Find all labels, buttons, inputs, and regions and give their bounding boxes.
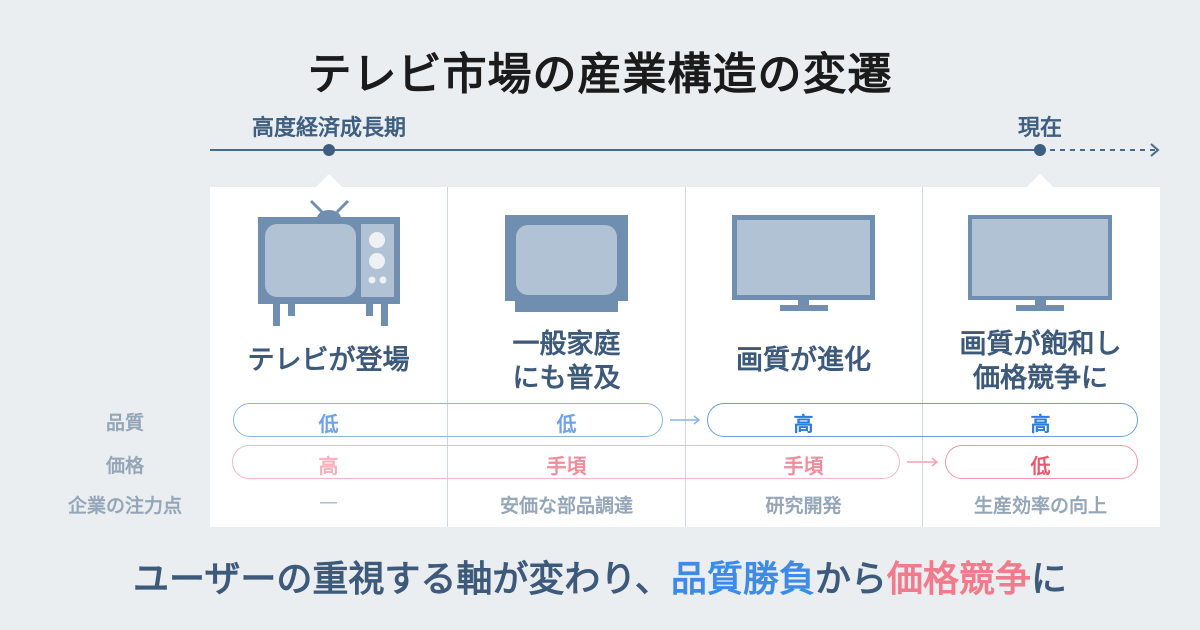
- quality-value: 高: [1030, 412, 1051, 436]
- row-label-price: 価格: [105, 455, 144, 477]
- focus-value: —: [319, 491, 338, 513]
- stage-label-1: テレビが登場: [247, 345, 410, 376]
- timeline-start-label: 高度経済成長期: [251, 116, 407, 141]
- price-pill-high: [232, 445, 900, 479]
- stage-label-3: 画質が進化: [736, 345, 871, 376]
- timeline-end-label: 現在: [1017, 116, 1063, 141]
- timeline: [210, 143, 1160, 157]
- column-divider: [685, 187, 686, 527]
- price-value: 高: [318, 454, 339, 478]
- panel-notches: [315, 174, 1054, 188]
- quality-pill-low: [233, 403, 663, 437]
- quality-value: 低: [556, 412, 577, 436]
- price-value: 低: [1030, 454, 1051, 478]
- conclusion-text: ユーザーの重視する軸が変わり、品質勝負から価格競争に: [133, 559, 1067, 600]
- price-value: 手頃: [546, 454, 587, 478]
- column-divider: [922, 187, 923, 527]
- quality-value: 高: [793, 412, 814, 436]
- focus-value: 研究開発: [765, 495, 842, 517]
- quality-value: 低: [318, 412, 339, 436]
- focus-value: 安価な部品調達: [499, 495, 633, 517]
- thin-tv-icon: [968, 215, 1112, 311]
- quality-pill-high: [707, 403, 1138, 437]
- transition-arrows: [670, 415, 939, 467]
- price-pill-low: [945, 445, 1138, 479]
- price-value: 手頃: [783, 454, 824, 478]
- stage-label-4: 画質が飽和し価格競争に: [959, 329, 1122, 394]
- stage-label-2: 一般家庭にも普及: [512, 329, 621, 394]
- row-label-quality: 品質: [105, 412, 144, 434]
- crt-tv-icon: [505, 215, 628, 312]
- column-divider: [447, 187, 448, 527]
- focus-value: 生産効率の向上: [973, 495, 1107, 517]
- vintage-tv-icon: [258, 199, 400, 326]
- page-title: テレビ市場の産業構造の変遷: [307, 49, 893, 100]
- flat-tv-icon: [732, 215, 875, 311]
- timeline-dot-end: [1034, 144, 1046, 156]
- row-label-focus: 企業の注力点: [67, 495, 182, 517]
- timeline-dot-start: [323, 144, 335, 156]
